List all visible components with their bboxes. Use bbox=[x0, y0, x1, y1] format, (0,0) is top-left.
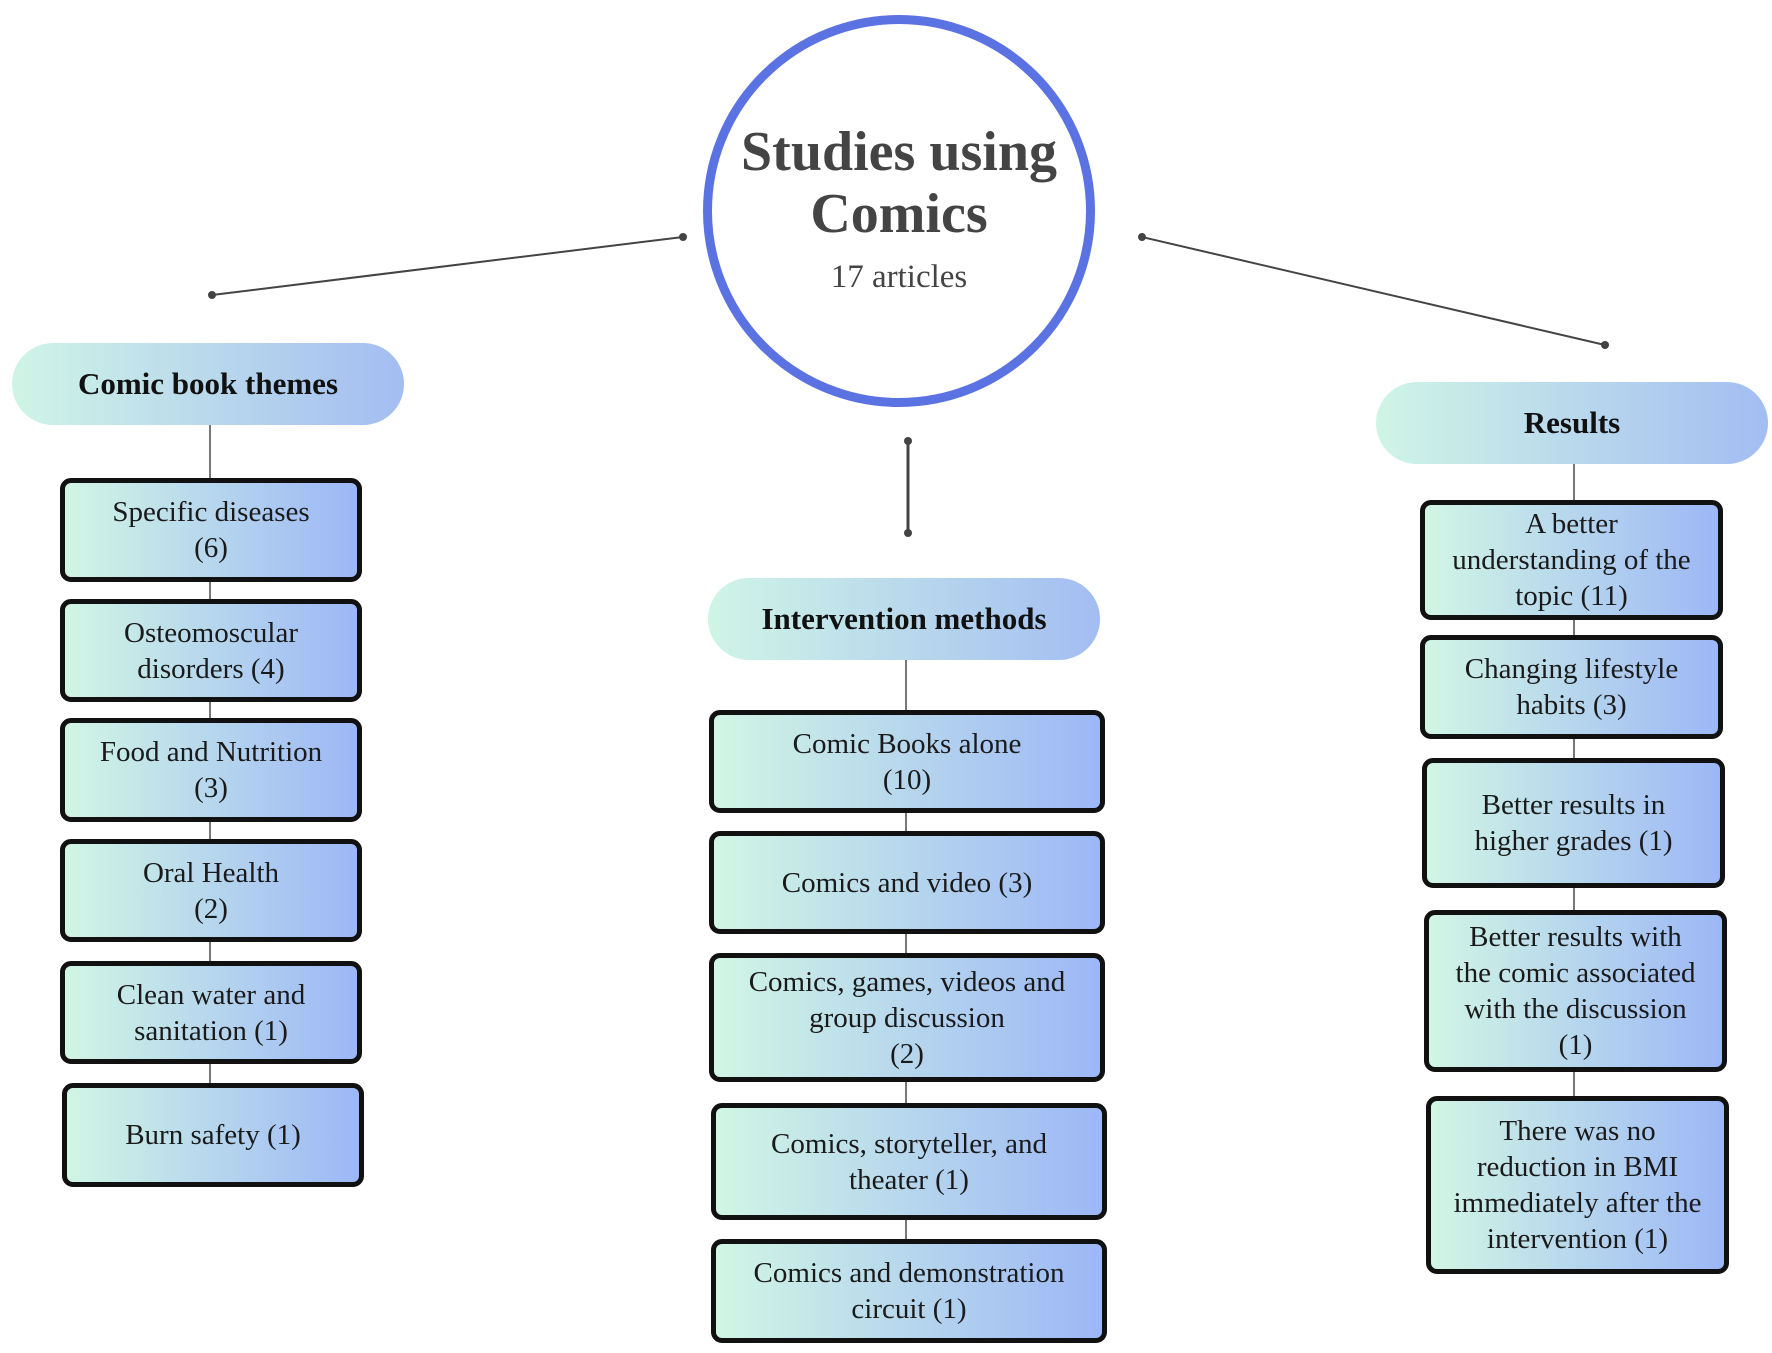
box-text-line: Comics, storyteller, and bbox=[771, 1127, 1047, 1160]
box-text-line: Changing lifestyle bbox=[1464, 653, 1679, 685]
central-topic-title: Studies using Comics bbox=[741, 121, 1057, 245]
box-text-line: disorders (4) bbox=[137, 652, 285, 685]
branch-header-themes: Comic book themes bbox=[12, 343, 404, 425]
box-text-line: intervention (1) bbox=[1486, 1223, 1669, 1255]
result-box-lifestyle-habits: Changing lifestyle habits (3) bbox=[1420, 635, 1723, 739]
box-text-line: Comics and demonstration bbox=[753, 1257, 1065, 1289]
connector-center-themes bbox=[211, 236, 684, 296]
box-text-line: higher grades (1) bbox=[1474, 825, 1673, 857]
box-text-line: Food and Nutrition bbox=[99, 736, 323, 768]
box-text-line: sanitation (1) bbox=[134, 1014, 288, 1047]
box-text-line: the comic associated bbox=[1455, 957, 1696, 989]
box-text-line: Comics and video (3) bbox=[781, 866, 1033, 899]
box-text-line: Specific diseases bbox=[112, 496, 310, 528]
box-text-line: theater (1) bbox=[849, 1163, 969, 1196]
box-text-line: reduction in BMI bbox=[1476, 1151, 1679, 1183]
box-text-line: (1) bbox=[1558, 1029, 1593, 1061]
result-box-comic-discussion: Better results with the comic associated w… bbox=[1424, 910, 1727, 1072]
theme-box-burn-safety: Burn safety (1) bbox=[62, 1083, 364, 1187]
box-text-line: Better results in bbox=[1481, 789, 1666, 821]
result-box-better-understanding: A better understanding of the topic (11) bbox=[1420, 500, 1723, 620]
theme-box-oral-health: Oral Health(2) bbox=[60, 839, 362, 942]
central-title-line: Studies using bbox=[741, 120, 1057, 183]
central-topic-count: 17 articles bbox=[830, 258, 968, 295]
connector-dot bbox=[904, 529, 912, 537]
box-text-line: There was no bbox=[1499, 1115, 1656, 1147]
box-text-line: circuit (1) bbox=[851, 1293, 967, 1325]
theme-box-specific-diseases: Specific diseases (6) bbox=[60, 478, 362, 582]
box-text-line: (3) bbox=[194, 772, 228, 804]
method-box-comics-demonstration: Comics and demonstration circuit (1) bbox=[711, 1239, 1107, 1343]
connector-dot bbox=[679, 233, 687, 241]
box-text-line: A better bbox=[1525, 508, 1618, 540]
box-text-line: Comics, games, videos and bbox=[748, 965, 1066, 998]
branch-header-methods: Intervention methods bbox=[708, 578, 1100, 660]
box-text-line: with the discussion bbox=[1464, 993, 1687, 1025]
central-title-line: Comics bbox=[810, 182, 988, 245]
connector-dot bbox=[1601, 341, 1609, 349]
method-box-comics-video: Comics and video (3) bbox=[709, 831, 1105, 934]
box-text-line: Clean water and bbox=[116, 978, 306, 1011]
result-box-higher-grades: Better results in higher grades (1) bbox=[1422, 758, 1725, 888]
connector-center-results bbox=[1141, 236, 1606, 346]
box-text-line: Burn safety (1) bbox=[125, 1119, 301, 1151]
branch-header-results: Results bbox=[1376, 382, 1768, 464]
box-text-line: Better results with bbox=[1469, 921, 1682, 953]
result-box-no-bmi-reduction: There was no reduction in BMI immediately … bbox=[1426, 1096, 1729, 1274]
connector-dot bbox=[904, 437, 912, 445]
box-text-line: habits (3) bbox=[1516, 689, 1627, 721]
box-text-line: group discussion bbox=[809, 1001, 1005, 1034]
box-text-line: topic (11) bbox=[1515, 580, 1628, 612]
connector-dot bbox=[208, 291, 216, 299]
box-text-line: Oral Health bbox=[142, 856, 280, 889]
box-text-line: Comic Books alone bbox=[792, 727, 1022, 760]
box-text-line: Osteomoscular bbox=[124, 616, 298, 649]
method-box-comic-books-alone: Comic Books alone(10) bbox=[709, 710, 1105, 813]
box-text-line: (2) bbox=[194, 892, 228, 925]
connector-dot bbox=[1138, 233, 1146, 241]
box-text-line: (10) bbox=[882, 763, 932, 796]
central-topic-circle: Studies using Comics 17 articles bbox=[703, 15, 1095, 407]
theme-box-food-nutrition: Food and Nutrition (3) bbox=[60, 718, 362, 822]
box-text-line: (6) bbox=[194, 532, 228, 564]
box-text-line: understanding of the bbox=[1452, 544, 1691, 576]
box-text-line: immediately after the bbox=[1453, 1187, 1702, 1219]
box-text-line: (2) bbox=[890, 1037, 924, 1070]
